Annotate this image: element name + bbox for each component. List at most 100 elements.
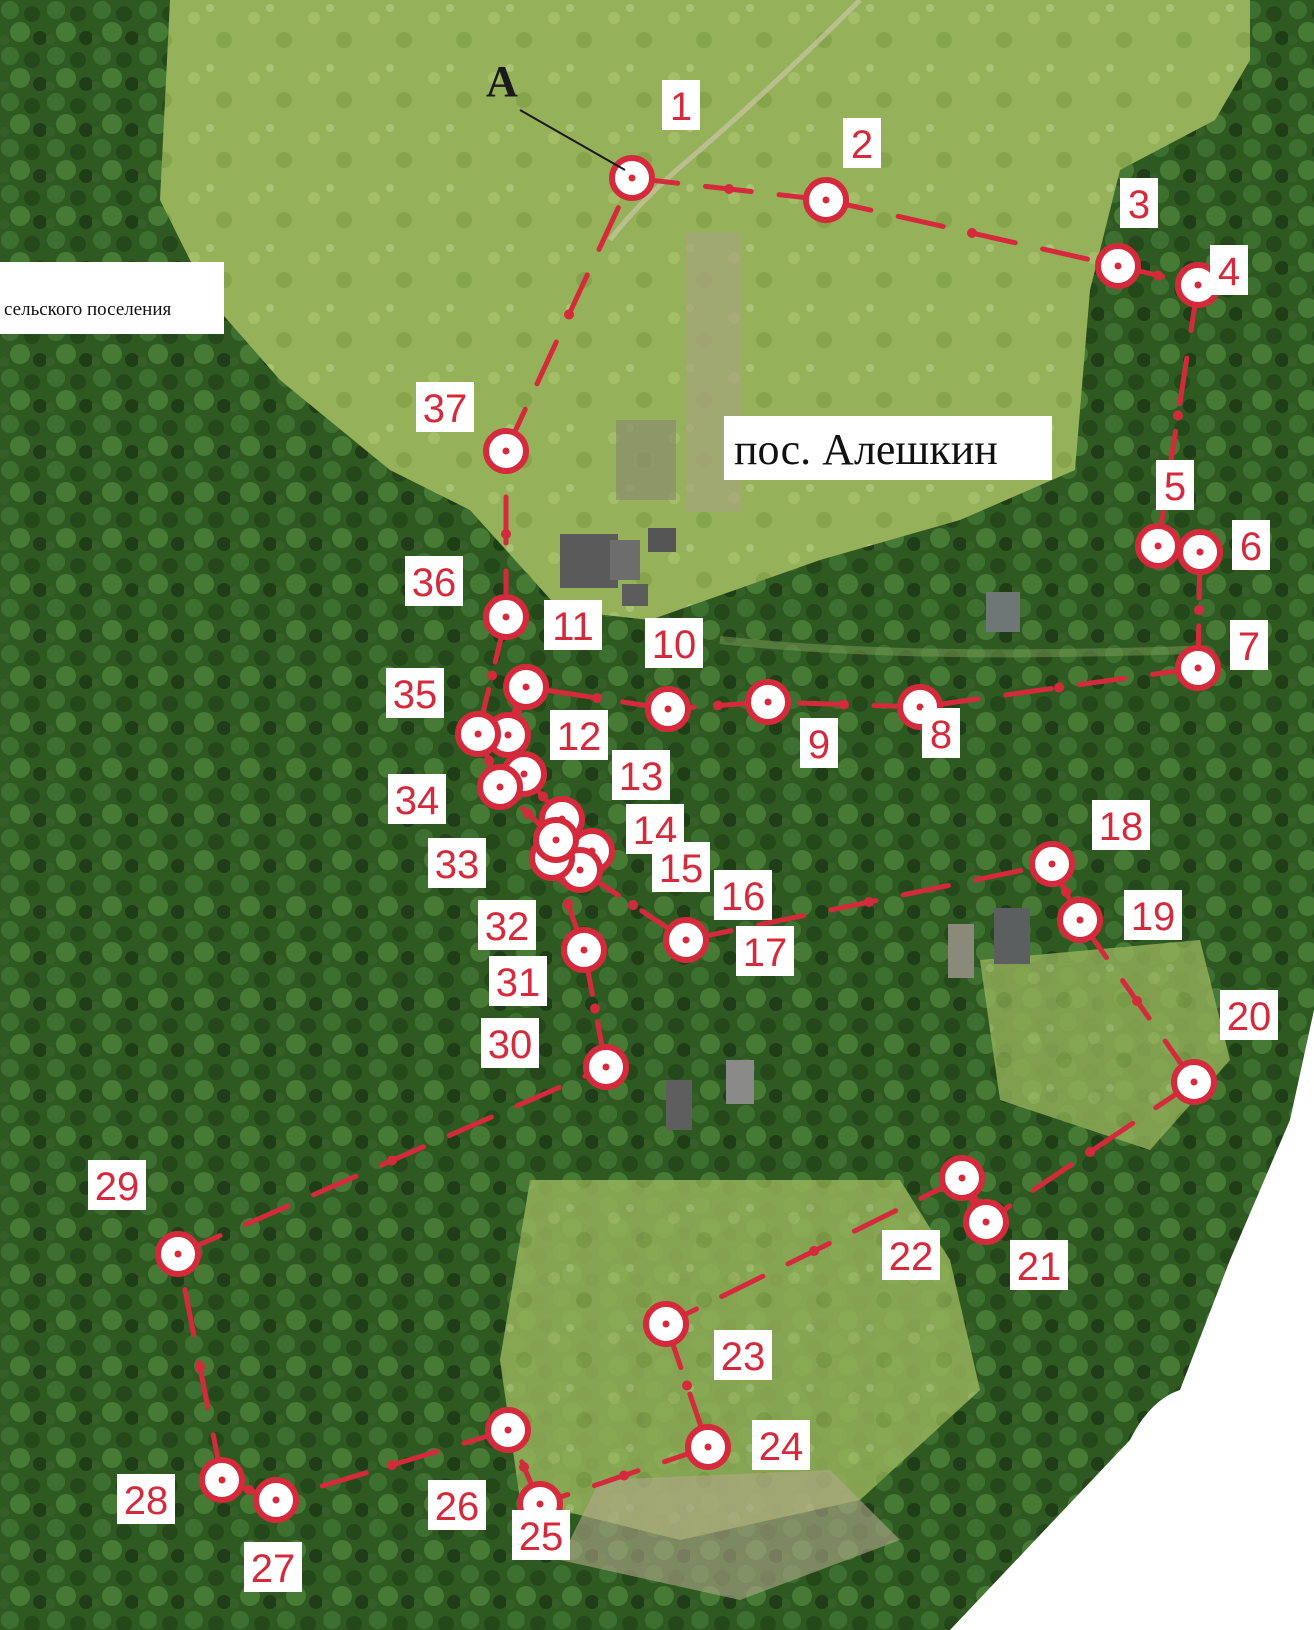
point-number-box — [405, 556, 463, 606]
point-number-box — [388, 774, 446, 824]
boundary-point-marker — [645, 686, 691, 732]
boundary-point-marker — [1135, 523, 1181, 569]
boundary-point-marker — [477, 764, 523, 810]
boundary-caption-text: сельского поселения — [4, 299, 172, 320]
point-number-box — [612, 750, 670, 800]
point-number-label: 22 — [882, 1230, 940, 1280]
point-number: 24 — [759, 1425, 804, 1469]
boundary-dot — [538, 791, 548, 802]
boundary-dot — [864, 897, 874, 907]
point-number-box — [922, 708, 960, 758]
boundary-dot — [809, 1246, 819, 1256]
boundary-dot — [487, 670, 497, 681]
boundary-point-marker — [455, 711, 501, 757]
boundary-segment — [917, 665, 1201, 710]
point-number-box — [800, 718, 838, 768]
boundary-dot — [967, 228, 977, 238]
boundary-dot — [564, 309, 574, 320]
point-number-label: 37 — [416, 382, 474, 432]
boundary-point-marker — [1177, 529, 1223, 575]
boundary-point-marker — [745, 679, 791, 725]
point-number-box — [714, 870, 772, 920]
boundary-dot — [1061, 887, 1071, 897]
point-number-label: 31 — [489, 956, 547, 1006]
boundary-point-marker — [803, 177, 849, 223]
boundary-dot — [1132, 996, 1142, 1006]
point-number-label: 20 — [1220, 990, 1278, 1040]
point-number-label: 32 — [478, 900, 536, 950]
point-number-box — [481, 1018, 539, 1068]
point-number-box — [244, 1542, 302, 1592]
boundary-point-marker — [1175, 645, 1221, 691]
point-number: 29 — [95, 1165, 140, 1209]
point-number: 34 — [395, 779, 440, 823]
point-number: 33 — [435, 843, 480, 887]
point-number-label: 23 — [714, 1330, 772, 1380]
point-number-box — [1210, 245, 1248, 295]
boundary-dot — [523, 808, 533, 819]
point-number-box — [428, 1480, 486, 1530]
point-number: 2 — [851, 123, 873, 167]
point-number: 35 — [393, 673, 438, 717]
point-number-label: 27 — [244, 1542, 302, 1592]
boundary-caption: сельского поселения — [0, 262, 224, 334]
boundary-dot — [619, 1470, 629, 1481]
boundary-dot — [839, 699, 849, 710]
point-number-box — [1120, 178, 1158, 228]
point-number: 21 — [1017, 1245, 1062, 1289]
point-number: 36 — [412, 561, 457, 605]
point-number-label: 5 — [1156, 460, 1194, 510]
point-number: 31 — [496, 961, 541, 1005]
point-number-label: 35 — [386, 668, 444, 718]
point-number-box — [662, 80, 700, 130]
point-number-label: 16 — [714, 870, 772, 920]
point-a-label: А — [486, 57, 518, 106]
boundary-dot — [590, 1003, 600, 1014]
boundary-point-marker — [533, 817, 579, 863]
point-number-box — [843, 118, 881, 168]
point-number-box — [652, 842, 710, 892]
point-number-box — [1230, 620, 1268, 670]
point-number: 28 — [124, 1479, 169, 1523]
point-number-box — [1156, 460, 1194, 510]
point-number: 26 — [435, 1485, 480, 1529]
point-number-label: 26 — [428, 1480, 486, 1530]
point-number-label: 15 — [652, 842, 710, 892]
boundary-dot — [244, 1485, 254, 1495]
point-a-callout: А — [486, 57, 626, 171]
point-number: 4 — [1218, 250, 1240, 294]
boundary-dot — [713, 700, 723, 711]
boundary-point-marker — [939, 1155, 985, 1201]
point-number-label: 21 — [1010, 1240, 1068, 1290]
point-number: 10 — [652, 623, 697, 667]
boundary-point-marker — [1057, 897, 1103, 943]
point-number: 15 — [659, 847, 704, 891]
point-number-box — [478, 900, 536, 950]
boundary-dot — [484, 755, 494, 766]
point-number: 22 — [889, 1235, 934, 1279]
point-number-label: 29 — [88, 1160, 146, 1210]
point-number: 19 — [1131, 895, 1176, 939]
point-number: 1 — [670, 85, 692, 129]
point-number-box — [645, 618, 703, 668]
boundary-point-marker — [155, 1231, 201, 1277]
point-number-label: 18 — [1092, 800, 1150, 850]
point-number: 7 — [1238, 625, 1260, 669]
point-number-label: 34 — [388, 774, 446, 824]
point-number-box — [1232, 520, 1270, 570]
point-number-box — [512, 1510, 570, 1560]
point-number-label: 19 — [1124, 890, 1182, 940]
point-number-box — [714, 1330, 772, 1380]
point-number-label: 30 — [481, 1018, 539, 1068]
boundary-point-marker — [483, 428, 529, 474]
boundary-point-marker — [663, 917, 709, 963]
point-number-label: 12 — [550, 710, 608, 760]
point-number-label: 36 — [405, 556, 463, 606]
point-number-label: 6 — [1232, 520, 1270, 570]
point-number: 3 — [1128, 183, 1150, 227]
boundary-point-marker — [643, 1301, 689, 1347]
boundary-dot — [195, 1362, 205, 1372]
boundary-dot — [628, 900, 638, 910]
boundary-point-marker — [685, 1424, 731, 1470]
boundary-point-marker — [561, 927, 607, 973]
